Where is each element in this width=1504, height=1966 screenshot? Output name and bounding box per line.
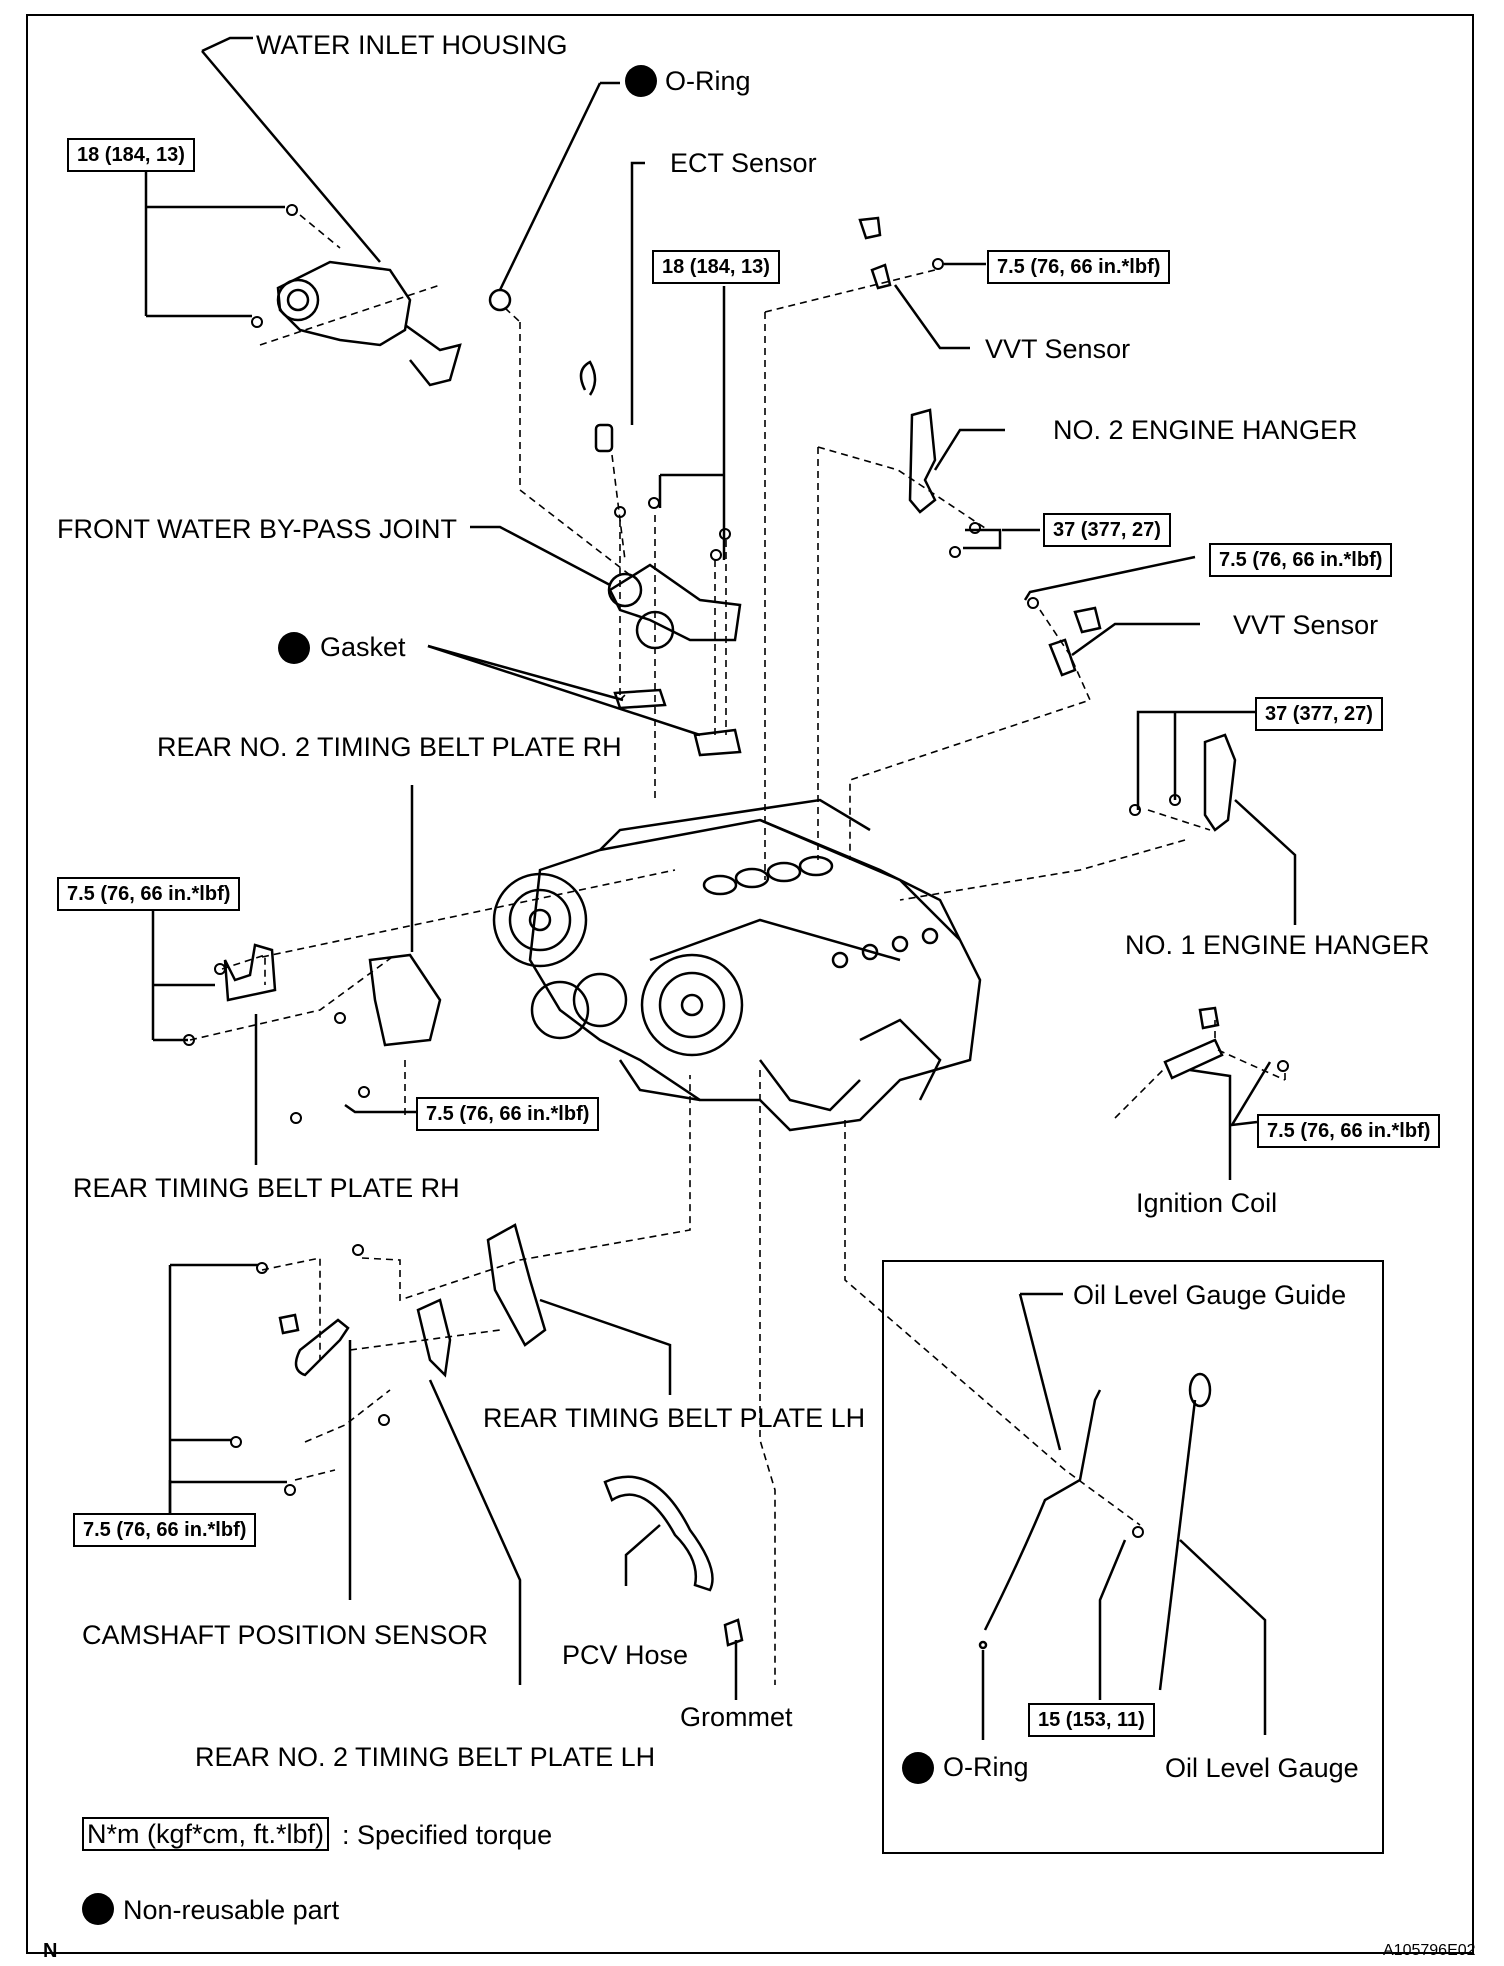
label-no2-engine-hanger: NO. 2 ENGINE HANGER bbox=[1053, 415, 1358, 445]
torque-box-rear-plate-rh-left: 7.5 (76, 66 in.*lbf) bbox=[57, 877, 241, 911]
front-water-bypass-part bbox=[607, 563, 742, 650]
legend-nonreusable-text: Non-reusable part bbox=[123, 1895, 340, 1925]
rear-no2-timing-belt-plate-rh-part bbox=[368, 953, 442, 1047]
grommet-part bbox=[723, 1618, 744, 1647]
label-no1-engine-hanger: NO. 1 ENGINE HANGER bbox=[1125, 930, 1430, 960]
torque-box-rear-plate-rh-bolt: 7.5 (76, 66 in.*lbf) bbox=[416, 1097, 600, 1131]
legend-torque-text: : Specified torque bbox=[342, 1820, 553, 1850]
torque-box-rear-plate-lh: 7.5 (76, 66 in.*lbf) bbox=[73, 1513, 257, 1547]
oil-gauge-inset-frame bbox=[882, 1260, 1384, 1854]
water-inlet-housing-part bbox=[276, 260, 462, 387]
figure-id: A105796E02 bbox=[1383, 1942, 1476, 1959]
legend-nonreusable-dot-icon bbox=[82, 1893, 114, 1925]
label-rear-timing-belt-plate-lh: REAR TIMING BELT PLATE LH bbox=[483, 1403, 866, 1433]
assembly-lines bbox=[189, 214, 1286, 1685]
label-oil-level-gauge-guide: Oil Level Gauge Guide bbox=[1073, 1280, 1347, 1310]
torque-box-vvt-1: 7.5 (76, 66 in.*lbf) bbox=[987, 250, 1171, 284]
label-camshaft-position-sensor: CAMSHAFT POSITION SENSOR bbox=[82, 1620, 489, 1650]
rear-timing-belt-plate-lh-part bbox=[486, 1223, 547, 1347]
oil-level-gauge-part bbox=[1158, 1399, 1197, 1691]
label-water-inlet-housing: WATER INLET HOUSING bbox=[256, 30, 568, 60]
oil-level-gauge-guide-part bbox=[983, 1389, 1102, 1631]
label-rear-timing-belt-plate-rh: REAR TIMING BELT PLATE RH bbox=[73, 1173, 460, 1203]
nonreusable-dot-icon bbox=[625, 65, 657, 97]
ect-sensor-part bbox=[579, 360, 614, 453]
vvt-sensor-1-part bbox=[858, 216, 892, 290]
nonreusable-dot-icon bbox=[902, 1752, 934, 1784]
ignition-coil-part bbox=[1163, 1006, 1224, 1080]
label-vvt-sensor-2: VVT Sensor bbox=[1233, 610, 1379, 640]
torque-box-hanger-1: 37 (377, 27) bbox=[1255, 697, 1383, 731]
no1-engine-hanger-part bbox=[1203, 733, 1237, 832]
o-ring-top-part bbox=[488, 288, 512, 312]
label-o-ring-top: O-Ring bbox=[665, 66, 751, 96]
label-front-water-bypass-joint: FRONT WATER BY-PASS JOINT bbox=[57, 514, 458, 544]
legend-torque-box: N*m (kgf*cm, ft.*lbf) bbox=[82, 1817, 330, 1851]
o-ring-bottom-part bbox=[978, 1640, 988, 1650]
rear-timing-belt-plate-rh-part bbox=[223, 943, 277, 1002]
label-gasket: Gasket bbox=[320, 632, 406, 662]
torque-box-hanger-2: 37 (377, 27) bbox=[1043, 513, 1171, 547]
label-vvt-sensor-1: VVT Sensor bbox=[985, 334, 1131, 364]
engine-block bbox=[492, 798, 982, 1132]
vvt-sensor-2-part bbox=[1048, 606, 1102, 677]
leader-lines bbox=[100, 36, 1297, 1740]
torque-box-bypass-joint: 18 (184, 13) bbox=[652, 250, 780, 284]
rear-no2-timing-belt-plate-lh-part bbox=[416, 1298, 452, 1378]
torque-box-oil-gauge-guide: 15 (153, 11) bbox=[1028, 1703, 1155, 1737]
orientation-mark: N bbox=[43, 1940, 58, 1962]
label-oil-level-gauge: Oil Level Gauge bbox=[1165, 1753, 1359, 1783]
label-ect-sensor: ECT Sensor bbox=[670, 148, 817, 178]
no2-engine-hanger-part bbox=[908, 408, 937, 514]
diagram-frame bbox=[26, 14, 1474, 1954]
gasket-1-part bbox=[613, 688, 667, 710]
nonreusable-dot-icon bbox=[278, 632, 310, 664]
label-rear-no2-timing-belt-plate-rh: REAR NO. 2 TIMING BELT PLATE RH bbox=[157, 732, 622, 762]
oil-gauge-handle bbox=[1188, 1372, 1212, 1408]
camshaft-position-sensor-part bbox=[278, 1313, 350, 1377]
pcv-hose-part bbox=[603, 1475, 714, 1592]
label-pcv-hose: PCV Hose bbox=[562, 1640, 689, 1670]
torque-box-water-inlet: 18 (184, 13) bbox=[67, 138, 195, 172]
label-ignition-coil: Ignition Coil bbox=[1136, 1188, 1278, 1218]
label-rear-no2-timing-belt-plate-lh: REAR NO. 2 TIMING BELT PLATE LH bbox=[195, 1742, 656, 1772]
torque-box-vvt-2: 7.5 (76, 66 in.*lbf) bbox=[1209, 543, 1393, 577]
torque-box-ignition-coil: 7.5 (76, 66 in.*lbf) bbox=[1257, 1114, 1441, 1148]
label-o-ring-bottom: O-Ring bbox=[943, 1752, 1029, 1782]
gasket-2-part bbox=[693, 728, 742, 757]
label-grommet: Grommet bbox=[680, 1702, 793, 1732]
